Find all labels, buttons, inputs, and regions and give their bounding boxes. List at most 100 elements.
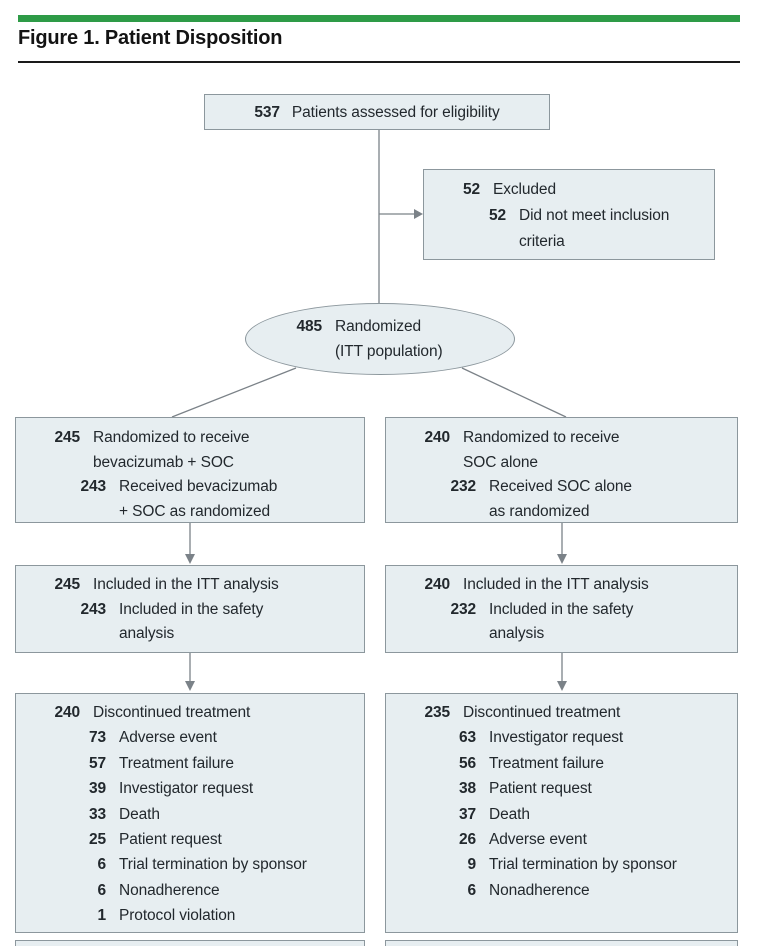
row-label: Did not meet inclusion criteria <box>519 207 670 250</box>
figure-title: Figure 1. Patient Disposition <box>18 27 283 49</box>
arrowhead-to-excluded <box>414 209 423 219</box>
row-label: Death <box>119 805 160 823</box>
next-row-box-edge-right <box>385 940 738 946</box>
row-label: Included in the ITT analysis <box>93 576 279 593</box>
count-value: 232 <box>450 478 476 495</box>
count-value: 25 <box>88 831 106 849</box>
flow-row: 232 Received SOC alone as randomized <box>434 475 729 524</box>
row-label: Included in the safety analysis <box>489 600 634 643</box>
count-value: 38 <box>458 780 476 798</box>
flow-row: 37 Death <box>434 802 729 827</box>
count-value: 6 <box>97 856 106 874</box>
row-label: Patient request <box>119 831 222 849</box>
count-value: 245 <box>54 576 80 593</box>
flow-row: 52 Excluded <box>438 177 706 203</box>
count-value: 52 <box>488 207 506 224</box>
count-value: 245 <box>54 429 80 446</box>
row-label: Patient request <box>489 780 592 798</box>
row-label: Discontinued treatment <box>93 704 251 721</box>
row-label: Patients assessed for eligibility <box>291 103 500 121</box>
row-label: Trial termination by sponsor <box>489 856 677 874</box>
arrowhead-left-discontinued <box>185 681 195 691</box>
row-label: Adverse event <box>119 729 217 747</box>
count-value: 26 <box>458 831 476 849</box>
row-label: Randomized to receive SOC alone <box>463 429 620 471</box>
box-arm-left-discontinued: 240 Discontinued treatment 73 Adverse ev… <box>15 693 365 933</box>
flow-row: 56 Treatment failure <box>434 751 729 776</box>
row-label: Death <box>489 805 530 823</box>
flow-row: 537 Patients assessed for eligibility <box>205 100 549 125</box>
row-label: Randomized to receive bevacizumab + SOC <box>93 429 250 471</box>
flow-row: 26 Adverse event <box>434 827 729 852</box>
flow-row: 240 Included in the ITT analysis <box>408 573 729 598</box>
row-label: Nonadherence <box>489 881 590 899</box>
flow-row: 57 Treatment failure <box>64 751 356 776</box>
box-arm-right-assignment: 240 Randomized to receive SOC alone 232 … <box>385 417 738 523</box>
count-value: 243 <box>80 600 106 618</box>
count-value: 6 <box>467 881 476 899</box>
count-value: 52 <box>462 181 480 198</box>
count-value: 33 <box>88 805 106 823</box>
row-label: Discontinued treatment <box>463 704 621 721</box>
row-label: Trial termination by sponsor <box>119 856 307 874</box>
box-arm-left-assignment: 245 Randomized to receive bevacizumab + … <box>15 417 365 523</box>
count-value: 240 <box>54 704 80 721</box>
count-value: 56 <box>458 754 476 772</box>
flow-row: 6 Nonadherence <box>64 878 356 903</box>
next-row-box-edge-left <box>15 940 365 946</box>
flow-row: 38 Patient request <box>434 776 729 801</box>
flow-row: 245 Included in the ITT analysis <box>38 573 356 598</box>
count-value: 485 <box>296 318 322 335</box>
flow-row: 25 Patient request <box>64 827 356 852</box>
flow-row: 232 Included in the safety analysis <box>434 598 729 647</box>
flow-row: 6 Trial termination by sponsor <box>64 852 356 877</box>
count-value: 9 <box>467 856 476 874</box>
connector-randomized-to-left-arm <box>171 367 297 418</box>
count-value: 537 <box>254 103 280 121</box>
count-value: 235 <box>424 704 450 721</box>
row-label: Received bevacizumab + SOC as randomized <box>119 478 278 520</box>
flow-row: 63 Investigator request <box>434 725 729 750</box>
row-label: Protocol violation <box>119 907 236 925</box>
row-label: Included in the ITT analysis <box>463 576 649 593</box>
count-value: 1 <box>97 907 106 925</box>
flow-row: 240 Discontinued treatment <box>38 700 356 725</box>
figure-accent-bar <box>18 15 740 22</box>
row-label: Investigator request <box>119 780 254 798</box>
flow-row: 33 Death <box>64 802 356 827</box>
count-value: 240 <box>424 576 450 593</box>
flow-row: 9 Trial termination by sponsor <box>434 852 729 877</box>
count-value: 57 <box>88 754 106 772</box>
ellipse-randomized: 485 Randomized (ITT population) <box>245 303 515 375</box>
count-value: 73 <box>88 729 106 747</box>
flow-row: 235 Discontinued treatment <box>408 700 729 725</box>
flow-row: 39 Investigator request <box>64 776 356 801</box>
count-value: 63 <box>458 729 476 747</box>
flow-row: 243 Received bevacizumab + SOC as random… <box>64 475 356 524</box>
row-label: Randomized (ITT population) <box>335 318 443 360</box>
flow-row: 485 Randomized (ITT population) <box>280 314 514 364</box>
box-arm-right-analysis: 240 Included in the ITT analysis 232 Inc… <box>385 565 738 653</box>
arrowhead-left-analysis <box>185 554 195 564</box>
count-value: 240 <box>424 429 450 446</box>
row-label: Nonadherence <box>119 881 220 899</box>
count-value: 39 <box>88 780 106 798</box>
title-rule <box>18 61 740 63</box>
row-label: Treatment failure <box>489 754 604 772</box>
flow-row: 243 Included in the safety analysis <box>64 598 356 647</box>
flow-row: 73 Adverse event <box>64 725 356 750</box>
row-label: Excluded <box>493 181 556 198</box>
row-label: Adverse event <box>489 831 587 849</box>
flow-row: 52 Did not meet inclusion criteria <box>464 203 706 255</box>
count-value: 6 <box>97 881 106 899</box>
row-label: Treatment failure <box>119 754 234 772</box>
flow-row: 6 Nonadherence <box>434 878 729 903</box>
box-eligibility: 537 Patients assessed for eligibility <box>204 94 550 130</box>
row-label: Included in the safety analysis <box>119 600 264 643</box>
row-label: Received SOC alone as randomized <box>489 478 632 520</box>
row-label: Investigator request <box>489 729 624 747</box>
count-value: 243 <box>80 478 106 495</box>
box-arm-left-analysis: 245 Included in the ITT analysis 243 Inc… <box>15 565 365 653</box>
arrowhead-right-discontinued <box>557 681 567 691</box>
